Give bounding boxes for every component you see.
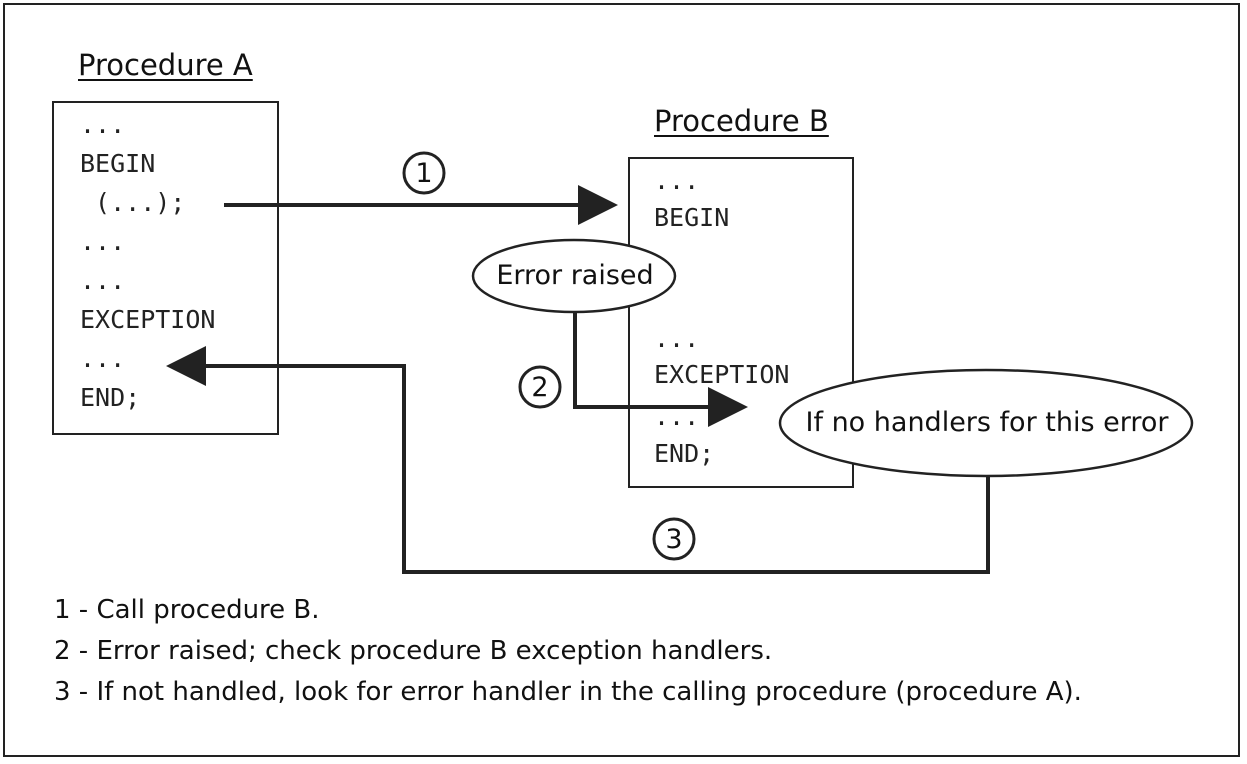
step-1-number: 1 — [415, 158, 433, 189]
step-2-circle — [518, 365, 562, 409]
legend-item-3: 3 - If not handled, look for error handl… — [54, 677, 1082, 707]
procedure-a-line: ... — [80, 227, 126, 256]
procedure-b-line: BEGIN — [654, 203, 730, 232]
procedure-a-box — [52, 101, 279, 435]
propagate-arrow — [166, 346, 990, 574]
procedure-b-line: ... — [654, 324, 700, 353]
procedure-a-line: ... — [80, 110, 126, 139]
error-check-arrow — [573, 312, 748, 427]
procedure-a-line: ... — [80, 344, 126, 373]
no-handlers-label: If no handlers for this error — [805, 407, 1169, 438]
step-2-number: 2 — [531, 372, 549, 403]
legend-item-1: 1 - Call procedure B. — [54, 595, 320, 625]
procedure-a-line: END; — [80, 383, 141, 412]
step-3-circle — [652, 517, 696, 561]
error-raised-label: Error raised — [496, 260, 654, 291]
error-raised-ellipse — [471, 238, 677, 314]
procedure-a-line: BEGIN — [80, 149, 156, 178]
procedure-b-line: EXCEPTION — [654, 360, 790, 389]
legend-item-2: 2 - Error raised; check procedure B exce… — [54, 636, 773, 666]
procedure-a-line: ... — [80, 266, 126, 295]
no-handlers-ellipse — [778, 368, 1194, 478]
procedure-b-line: END; — [654, 439, 715, 468]
procedure-a-title: Procedure A — [78, 48, 253, 82]
procedure-b-title: Procedure B — [654, 104, 829, 138]
step-3-number: 3 — [665, 524, 683, 555]
procedure-a-line: (...); — [80, 188, 186, 217]
procedure-b-line: ... — [654, 166, 700, 195]
step-1-circle — [402, 151, 446, 195]
procedure-a-line: EXCEPTION — [80, 305, 216, 334]
